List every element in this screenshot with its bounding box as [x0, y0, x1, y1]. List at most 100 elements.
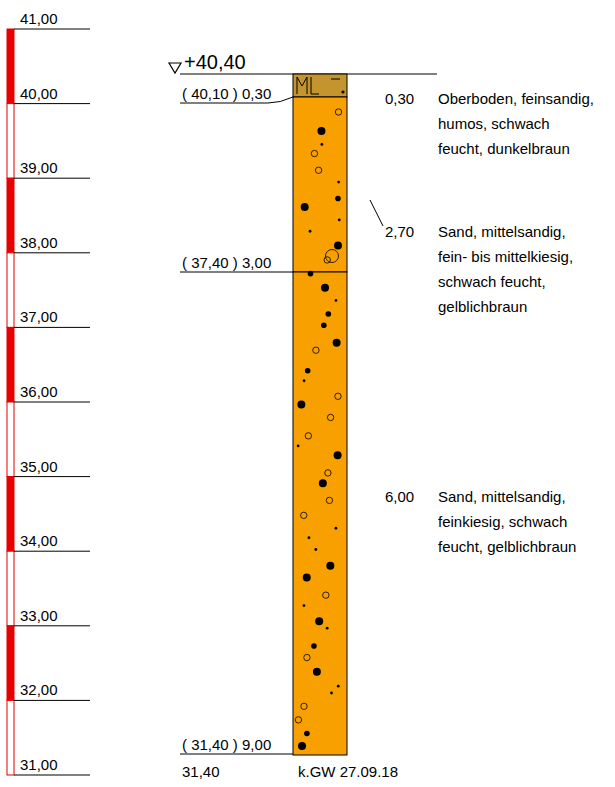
- grain-dot: [330, 692, 333, 695]
- depth-leader: [180, 754, 293, 755]
- grain-dot: [295, 717, 301, 723]
- grain-dot: [334, 451, 342, 459]
- scale-segment: [7, 477, 14, 552]
- grain-dot: [313, 668, 321, 676]
- scale-tick: [14, 29, 90, 30]
- depth-label: ( 40,10 ) 0,30: [182, 84, 271, 103]
- grain-dot: [321, 322, 327, 328]
- grain-dot: [303, 573, 311, 581]
- grain-dot: [326, 250, 339, 263]
- grain-dot: [335, 393, 341, 399]
- grain-dot: [327, 414, 333, 420]
- grain-dot: [335, 109, 341, 115]
- layer-thickness: 6,00: [385, 487, 414, 506]
- grain-dot: [320, 143, 323, 146]
- grain-dot: [313, 347, 319, 353]
- scale-tick: [14, 775, 90, 776]
- grain-dot: [303, 604, 306, 607]
- scale-tick: [14, 700, 90, 701]
- scale-tick: [14, 252, 90, 253]
- grain-dot: [311, 643, 317, 649]
- scale-tick: [14, 178, 90, 179]
- layer-description: Oberboden, feinsandig, humos, schwach fe…: [438, 86, 596, 161]
- grain-dot: [297, 445, 300, 448]
- grain-dot: [335, 299, 338, 302]
- grain-dot: [314, 548, 317, 551]
- scale-segment: [7, 551, 14, 626]
- elevation-label: 39,00: [20, 158, 58, 177]
- scale-tick: [14, 327, 90, 328]
- grain-dot: [305, 368, 311, 374]
- scale-tick: [14, 551, 90, 552]
- ground-level-symbol: [169, 63, 181, 73]
- grain-dot: [304, 731, 310, 737]
- elevation-label: 34,00: [20, 531, 58, 550]
- elevation-label: 35,00: [20, 457, 58, 476]
- grain-dot: [335, 196, 341, 202]
- grain-dot: [337, 181, 340, 184]
- grain-dot: [325, 470, 331, 476]
- grain-dot: [334, 242, 342, 250]
- elevation-label: 36,00: [20, 382, 58, 401]
- grain-dot: [323, 592, 329, 598]
- grain-dot: [311, 150, 317, 156]
- grain-dot: [333, 339, 341, 347]
- scale-segment: [7, 700, 14, 775]
- scale-tick: [14, 625, 90, 626]
- scale-segment: [7, 253, 14, 328]
- elevation-label: 32,00: [20, 680, 58, 699]
- depth-label: ( 37,40 ) 3,00: [182, 253, 271, 272]
- grain-dot: [309, 230, 312, 233]
- scale-segment: [7, 402, 14, 477]
- grain-dot: [305, 433, 311, 439]
- depth-label: ( 31,40 ) 9,00: [182, 735, 271, 754]
- grain-dot: [301, 203, 309, 211]
- grain-dot: [315, 617, 323, 625]
- scale-segment: [7, 327, 14, 402]
- layer-description: Sand, mittelsandig, fein- bis mittelkies…: [438, 219, 596, 319]
- elevation-label: 41,00: [20, 9, 58, 28]
- grain-dot: [303, 379, 306, 382]
- grain-dot: [301, 512, 307, 518]
- layer-description: Sand, mittelsandig, feinkiesig, schwach …: [438, 484, 596, 559]
- scale-tick: [14, 402, 90, 403]
- sand-layer: [293, 272, 347, 755]
- grain-dot: [301, 703, 307, 709]
- grain-dot: [304, 654, 310, 660]
- groundwater-note: k.GW 27.09.18: [298, 762, 398, 781]
- scale-segment: [7, 104, 14, 179]
- grain-dot: [298, 742, 306, 750]
- scale-segment: [7, 626, 14, 701]
- elevation-label: 33,00: [20, 606, 58, 625]
- grain-dot: [308, 271, 314, 277]
- layer-thickness: 2,70: [385, 222, 414, 241]
- elevation-label: 40,00: [20, 84, 58, 103]
- description-leader: [370, 200, 383, 226]
- grain-dot: [315, 167, 321, 173]
- scale-segment: [7, 178, 14, 253]
- grain-dot: [341, 90, 344, 93]
- gravel-dots: [295, 109, 342, 750]
- grain-dot: [337, 685, 340, 688]
- scale-tick: [14, 476, 90, 477]
- final-elevation: 31,40: [182, 762, 220, 781]
- layer-thickness: 0,30: [385, 89, 414, 108]
- topsoil-symbol: [297, 77, 340, 94]
- grain-dot: [326, 627, 329, 630]
- grain-dot: [297, 400, 305, 408]
- height-scale: [7, 29, 90, 775]
- depth-leader: [180, 272, 293, 273]
- grain-dot: [321, 284, 329, 292]
- scale-tick: [14, 103, 90, 104]
- elevation-label: 37,00: [20, 307, 58, 326]
- grain-dot: [326, 497, 332, 503]
- topsoil-layer: [293, 74, 347, 97]
- elevation-label: 38,00: [20, 233, 58, 252]
- grain-dot: [326, 562, 334, 570]
- grain-dot: [335, 527, 338, 530]
- ground-elevation: +40,40: [184, 50, 246, 74]
- elevation-label: 31,00: [20, 755, 58, 774]
- grain-dot: [308, 536, 311, 539]
